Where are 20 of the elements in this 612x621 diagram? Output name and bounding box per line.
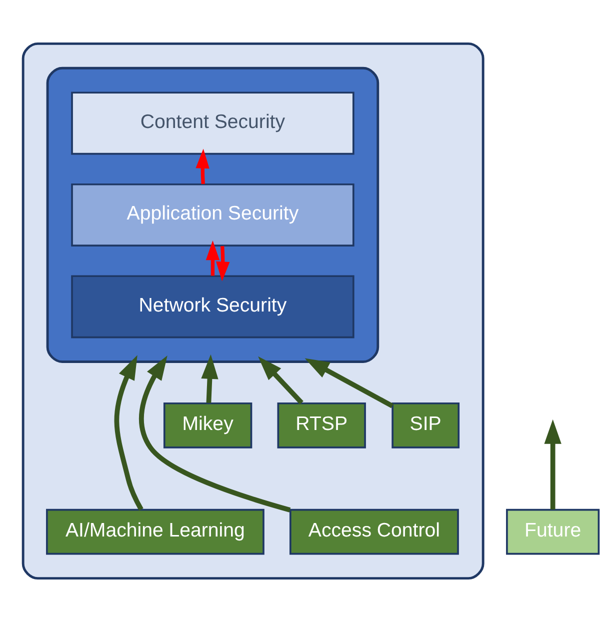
node-box: Application Security: [71, 182, 354, 246]
node-box: Content Security: [71, 91, 354, 154]
arrow: [258, 356, 304, 404]
node-box: Network Security: [71, 274, 354, 338]
arrow: [114, 354, 144, 510]
node-box: Access Control: [289, 508, 459, 554]
arrow: [216, 245, 230, 281]
node-box: Mikey: [163, 402, 252, 448]
node-box: RTSP: [277, 402, 366, 448]
arrow: [196, 148, 210, 184]
node-box: SIP: [392, 402, 460, 448]
node-box: AI/Machine Learning: [46, 508, 264, 554]
cluster: [46, 66, 380, 362]
arrow: [304, 358, 394, 408]
node-box: Future: [506, 508, 600, 554]
arrow: [139, 355, 291, 512]
cluster: [22, 42, 484, 580]
arrow: [544, 418, 562, 510]
arrow: [206, 240, 220, 276]
arrow: [201, 354, 218, 402]
